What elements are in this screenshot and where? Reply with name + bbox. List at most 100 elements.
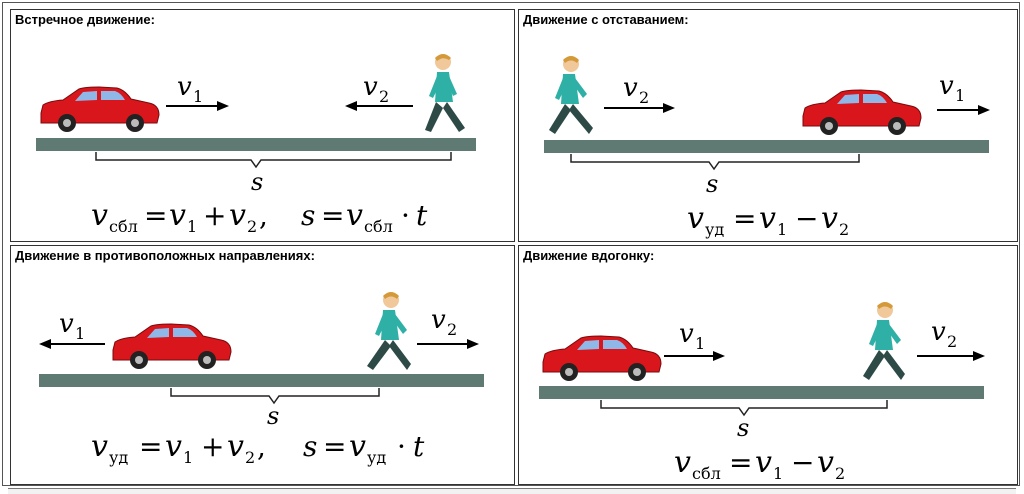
panel-lagging: v 2 v 1 s v уд = v 1 xyxy=(518,9,1018,242)
svg-text:v: v xyxy=(165,429,182,464)
velocity-label: v xyxy=(623,73,638,103)
svg-text:сбл: сбл xyxy=(109,217,138,236)
road xyxy=(544,140,989,153)
person-icon xyxy=(863,302,905,380)
distance-label: s xyxy=(251,168,263,196)
svg-text:v: v xyxy=(346,198,363,233)
panel-lagging-illustration: v 2 v 1 s v уд = v 1 xyxy=(544,56,990,239)
svg-text:v: v xyxy=(169,198,186,233)
road xyxy=(36,138,476,151)
svg-text:2: 2 xyxy=(839,220,849,239)
car-icon xyxy=(40,86,160,132)
velocity-label: v xyxy=(939,71,954,101)
person-icon xyxy=(425,54,465,132)
svg-text:сбл: сбл xyxy=(692,464,721,483)
svg-text:v: v xyxy=(687,201,704,236)
svg-text:уд: уд xyxy=(705,220,724,239)
distance-label: s xyxy=(706,170,718,198)
svg-text:2: 2 xyxy=(245,448,255,467)
velocity-subscript: 2 xyxy=(639,88,649,107)
svg-text:1: 1 xyxy=(777,220,787,239)
car-icon xyxy=(112,323,232,369)
velocity-label: v xyxy=(679,319,694,349)
velocity-subscript: 1 xyxy=(75,324,85,343)
person-icon xyxy=(367,292,411,370)
distance-brace xyxy=(570,154,860,171)
velocity-subscript: 2 xyxy=(379,87,389,106)
formula: v уд = v 1 + v 2 , s = v уд · t xyxy=(91,429,425,467)
svg-text:1: 1 xyxy=(187,217,197,236)
svg-text:v: v xyxy=(755,445,772,480)
svg-text:1: 1 xyxy=(773,464,783,483)
svg-text:1: 1 xyxy=(183,448,193,467)
svg-text:v: v xyxy=(229,198,246,233)
velocity-label: v xyxy=(177,72,192,102)
svg-text:v: v xyxy=(349,429,366,464)
velocity-subscript: 2 xyxy=(947,332,957,351)
svg-text:v: v xyxy=(91,198,108,233)
formula: v сбл = v 1 + v 2 , s = v сбл · t xyxy=(91,198,428,236)
svg-text:v: v xyxy=(227,429,244,464)
velocity-subscript: 2 xyxy=(447,320,457,339)
svg-text:=: = xyxy=(733,202,756,235)
svg-text:уд: уд xyxy=(367,448,386,467)
distance-brace xyxy=(170,388,380,405)
car-icon xyxy=(542,335,662,381)
svg-text:2: 2 xyxy=(247,217,257,236)
svg-text:v: v xyxy=(759,201,776,236)
panel-head-on: v 1 v 2 s v сбл = xyxy=(10,9,515,242)
road xyxy=(39,374,484,387)
person-icon xyxy=(549,56,593,134)
velocity-subscript: 1 xyxy=(695,334,705,353)
car-icon xyxy=(802,89,922,135)
velocity-label: v xyxy=(931,317,946,347)
svg-text:s: s xyxy=(303,430,317,463)
svg-text:=: = xyxy=(139,430,162,463)
formula: v уд = v 1 − v 2 xyxy=(687,201,849,239)
svg-text:v: v xyxy=(91,429,108,464)
velocity-label: v xyxy=(59,309,74,339)
svg-text:+: + xyxy=(203,199,226,232)
panel-opposite-illustration: v 1 v 2 xyxy=(39,292,484,467)
svg-text:=: = xyxy=(321,199,344,232)
svg-text:v: v xyxy=(817,445,834,480)
svg-text:v: v xyxy=(821,201,838,236)
panel-title: Встречное движение: xyxy=(15,12,155,27)
panel-title: Движение вдогонку: xyxy=(523,248,655,263)
svg-text:v: v xyxy=(674,445,691,480)
svg-text:=: = xyxy=(323,430,346,463)
velocity-subscript: 1 xyxy=(955,86,965,105)
distance-label: s xyxy=(737,414,749,442)
svg-text:2: 2 xyxy=(835,464,845,483)
panel-head-on-illustration: v 1 v 2 s v сбл = xyxy=(36,54,476,236)
svg-text:,: , xyxy=(257,430,266,463)
svg-text:−: − xyxy=(795,202,818,235)
svg-text:·: · xyxy=(397,430,406,463)
svg-text:·: · xyxy=(401,199,410,232)
diagram-frame: v 1 v 2 s v сбл = xyxy=(2,2,1020,486)
svg-text:уд: уд xyxy=(109,448,128,467)
distance-label: s xyxy=(267,402,279,430)
road xyxy=(539,386,984,399)
svg-text:=: = xyxy=(729,446,752,479)
svg-text:t: t xyxy=(413,430,425,463)
svg-text:+: + xyxy=(201,430,224,463)
panel-pursuit: v 1 v 2 s v сбл = xyxy=(518,245,1018,485)
panel-pursuit-illustration: v 1 v 2 s v сбл = xyxy=(539,302,985,483)
svg-text:−: − xyxy=(791,446,814,479)
formula: v сбл = v 1 − v 2 xyxy=(674,445,845,483)
distance-brace xyxy=(95,152,452,169)
velocity-label: v xyxy=(431,305,446,335)
panel-title: Движение с отставанием: xyxy=(523,12,689,27)
velocity-label: v xyxy=(363,72,378,102)
panel-opposite: v 1 v 2 xyxy=(10,245,515,485)
svg-text:,: , xyxy=(259,199,268,232)
panel-title: Движение в противоположных направлениях: xyxy=(15,248,315,263)
velocity-subscript: 1 xyxy=(193,87,203,106)
svg-text:=: = xyxy=(144,199,167,232)
svg-text:s: s xyxy=(301,199,315,232)
bottom-strip xyxy=(8,488,1016,494)
svg-text:сбл: сбл xyxy=(364,217,393,236)
distance-brace xyxy=(600,400,888,417)
svg-text:t: t xyxy=(416,199,428,232)
